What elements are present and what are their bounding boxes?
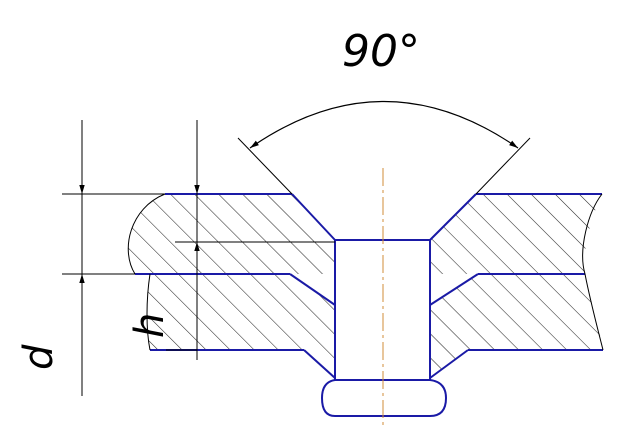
break-lines (127, 193, 604, 351)
lower-plate-right (430, 274, 603, 378)
upper-plate-right (430, 194, 602, 274)
angle-arc (249, 100, 519, 149)
angle-label: 90° (342, 26, 420, 77)
lower-plate-left (146, 274, 335, 378)
thickness-h-label: h (127, 313, 173, 338)
thickness-d-label: d (16, 344, 62, 370)
upper-plate-left (128, 194, 335, 274)
dimension-arrows (79, 140, 200, 330)
